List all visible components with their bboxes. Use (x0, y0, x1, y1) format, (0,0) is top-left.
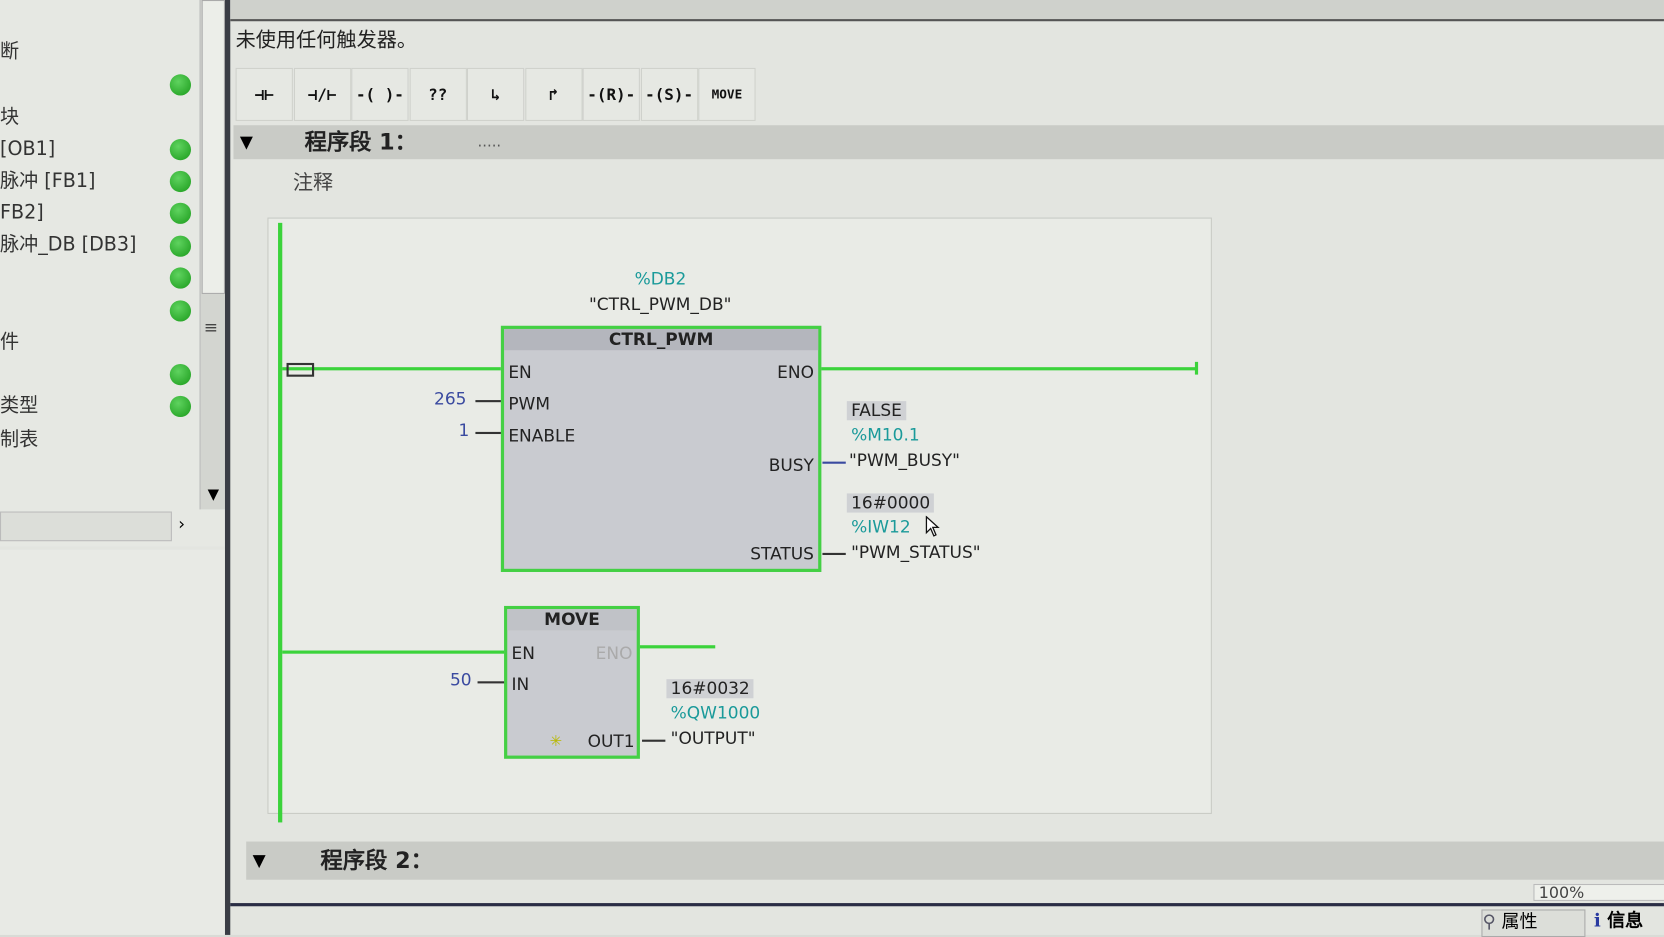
status-ok-icon (169, 170, 192, 193)
status-monitor-value: 16#0000 (846, 493, 935, 513)
pin-eno: ENO (777, 361, 814, 383)
move-pin-in: IN (511, 673, 530, 695)
tree-item[interactable]: 脉冲_DB [DB3] (0, 233, 137, 256)
status-ok-icon (169, 395, 192, 418)
collapse-icon[interactable]: ▼ (239, 131, 253, 152)
status-address: %IW12 (851, 516, 911, 537)
out-tag[interactable]: "OUTPUT" (670, 727, 756, 749)
rung-eno (819, 367, 1198, 371)
info-tab[interactable]: ℹ 信息 (1594, 909, 1643, 932)
move-instruction-button[interactable]: MOVE (698, 67, 756, 121)
project-tree: 断块 [OB1] 脉冲 [FB1] FB2] 脉冲_DB [DB3] 件类型制表 (0, 0, 227, 547)
bottom-border (230, 903, 1664, 907)
collapse-icon[interactable]: ▼ (252, 850, 266, 871)
rung-en-move (282, 650, 506, 654)
tree-item[interactable]: FB2] (0, 201, 44, 224)
busy-wire (822, 461, 846, 464)
coil-button[interactable]: -( )- (351, 67, 409, 121)
network-1-header[interactable]: ▼ 程序段 1： ..... (233, 125, 1664, 160)
panel-menu-icon[interactable]: ≡ (203, 317, 218, 338)
normally-closed-contact-button[interactable]: ⊣/⊢ (293, 67, 351, 121)
move-pin-out1: OUT1 (587, 731, 635, 752)
scroll-right-icon[interactable]: › (178, 513, 186, 534)
out-monitor-value: 16#0032 (666, 679, 754, 699)
close-branch-button[interactable]: ↱ (524, 67, 583, 121)
network-1-comment[interactable]: 注释 (292, 170, 334, 195)
search-icon: ⚲ (1482, 911, 1502, 933)
scroll-down-icon[interactable]: ▼ (207, 486, 220, 504)
reset-coil-button[interactable]: -(R)- (582, 67, 640, 121)
status-tag[interactable]: "PWM_STATUS" (851, 542, 981, 563)
move-eno-wire (638, 645, 716, 649)
properties-tab[interactable]: ⚲ 属性 (1481, 909, 1586, 937)
rung-en-ctrl (282, 367, 501, 371)
move-in-value[interactable]: 50 (449, 669, 472, 690)
out-address: %QW1000 (670, 702, 761, 723)
tree-item[interactable]: 件 (0, 331, 20, 354)
enable-wire (475, 431, 501, 435)
network-2-title: 程序段 2： (320, 847, 433, 874)
details-panel (0, 549, 225, 935)
properties-tab-label: 属性 (1501, 911, 1538, 933)
zoom-level-field[interactable]: 100% (1533, 883, 1664, 901)
move-pin-en: EN (511, 643, 535, 664)
ctrl-pwm-block[interactable]: CTRL_PWM EN ENO PWM ENABLE BUSY STATUS (500, 325, 822, 572)
tree-item[interactable]: 脉冲 [FB1] (0, 169, 96, 193)
out-wire (642, 739, 666, 742)
info-icon: ℹ (1593, 910, 1608, 932)
open-branch-button[interactable]: ↳ (466, 67, 525, 121)
tab-bar (230, 0, 1664, 22)
enable-value[interactable]: 1 (458, 420, 470, 441)
status-ok-icon (169, 74, 192, 96)
panel-divider[interactable] (224, 0, 231, 935)
tree-scroll-thumb[interactable] (201, 0, 225, 294)
status-ok-icon (169, 235, 192, 257)
pin-en: EN (508, 361, 532, 383)
move-title: MOVE (507, 609, 637, 631)
busy-monitor-value: FALSE (846, 401, 907, 421)
move-block[interactable]: MOVE EN ENO IN ✳ OUT1 (504, 605, 640, 759)
pin-pwm: PWM (508, 393, 551, 414)
instance-db-address: %DB2 (634, 268, 687, 289)
set-coil-button[interactable]: -(S)- (640, 67, 698, 121)
empty-box-button[interactable]: ?? (409, 67, 467, 121)
normally-open-contact-button[interactable]: ⊣⊢ (235, 67, 293, 121)
ctrl-pwm-title: CTRL_PWM (504, 328, 819, 351)
insert-output-icon[interactable]: ✳ (549, 733, 563, 751)
move-pin-eno: ENO (595, 643, 633, 664)
pwm-value[interactable]: 265 (434, 388, 467, 409)
in-wire (477, 681, 505, 684)
mouse-cursor-icon (925, 515, 940, 537)
network-2-header[interactable]: ▼ 程序段 2： (246, 841, 1664, 880)
pin-enable: ENABLE (508, 425, 576, 446)
tree-item[interactable]: [OB1] (0, 137, 56, 161)
power-rail (278, 222, 283, 823)
network-1-name[interactable]: ..... (477, 133, 502, 151)
tree-item[interactable]: 断 (0, 40, 20, 63)
busy-tag[interactable]: "PWM_BUSY" (848, 449, 960, 471)
rung-end (1194, 361, 1199, 375)
status-ok-icon (169, 300, 192, 322)
trigger-message: 未使用任何触发器。 (235, 28, 418, 52)
status-wire (822, 552, 846, 556)
info-tab-label: 信息 (1607, 910, 1644, 932)
pin-busy: BUSY (768, 455, 814, 476)
tree-hscrollbar[interactable] (0, 511, 172, 542)
status-ok-icon (169, 363, 192, 386)
pwm-wire (475, 400, 501, 403)
network-1-title: 程序段 1： (304, 129, 417, 155)
empty-contact[interactable] (286, 362, 315, 377)
tree-item[interactable]: 块 (0, 106, 20, 129)
instance-db-name[interactable]: "CTRL_PWM_DB" (588, 293, 732, 315)
busy-address: %M10.1 (851, 424, 920, 445)
tree-item[interactable]: 类型 (0, 394, 39, 418)
pin-status: STATUS (750, 543, 814, 564)
tree-item[interactable]: 制表 (0, 428, 39, 452)
status-ok-icon (169, 202, 192, 224)
status-ok-icon (169, 139, 192, 161)
status-ok-icon (169, 267, 192, 289)
